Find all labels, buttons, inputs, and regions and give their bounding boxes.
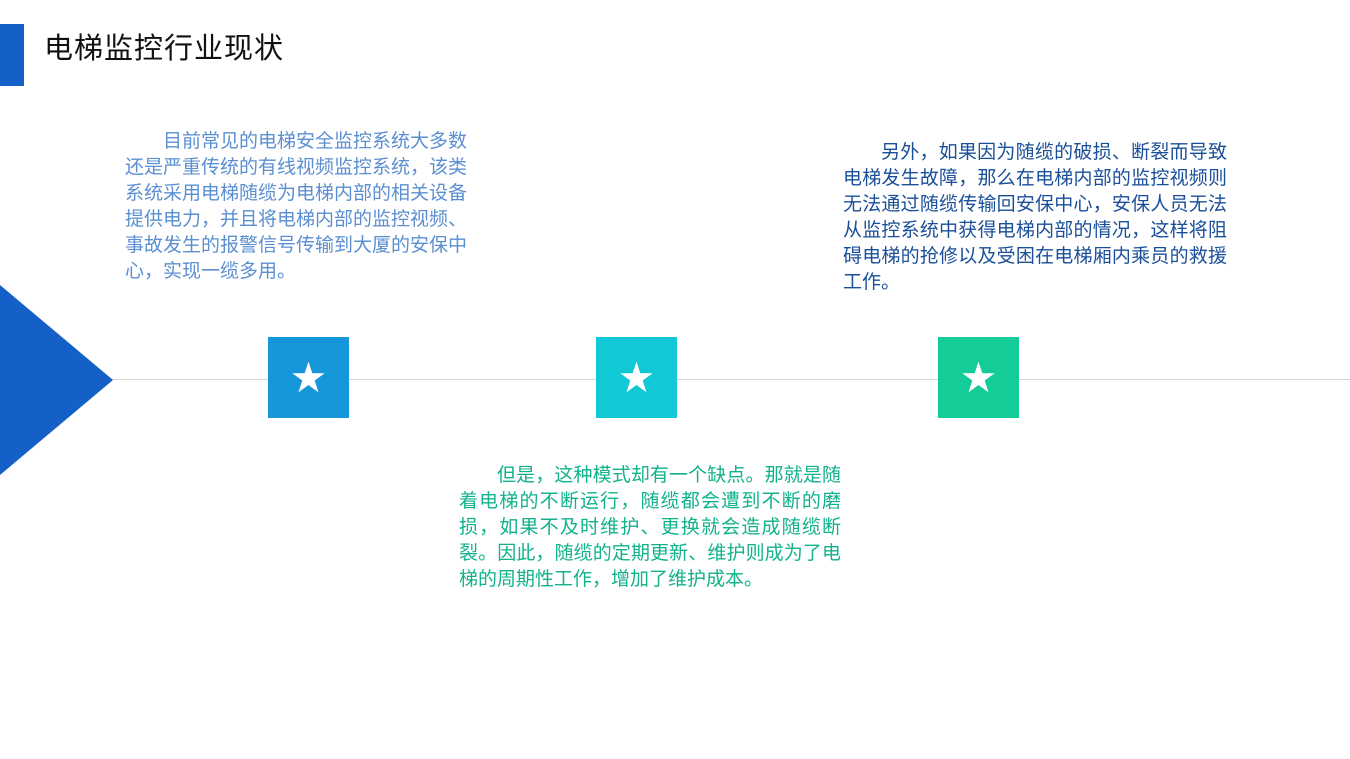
paragraph-drawback: 但是，这种模式却有一个缺点。那就是随着电梯的不断运行，随缆都会遭到不断的磨损，如… — [459, 464, 841, 590]
star-icon: ★ — [617, 352, 656, 402]
timeline-line — [113, 379, 1350, 380]
timeline-marker-1: ★ — [268, 337, 349, 418]
timeline-marker-3: ★ — [938, 337, 1019, 418]
page-title: 电梯监控行业现状 — [44, 31, 285, 65]
title-accent-bar — [0, 24, 24, 86]
paragraph-current-systems: 目前常见的电梯安全监控系统大多数还是严重传统的有线视频监控系统，该类系统采用电梯… — [125, 130, 468, 282]
paragraph-failure-impact: 另外，如果因为随缆的破损、断裂而导致电梯发生故障，那么在电梯内部的监控视频则无法… — [843, 141, 1227, 293]
arrow-pointer — [0, 285, 113, 475]
star-icon: ★ — [959, 352, 998, 402]
timeline-marker-2: ★ — [596, 337, 677, 418]
star-icon: ★ — [289, 352, 328, 402]
